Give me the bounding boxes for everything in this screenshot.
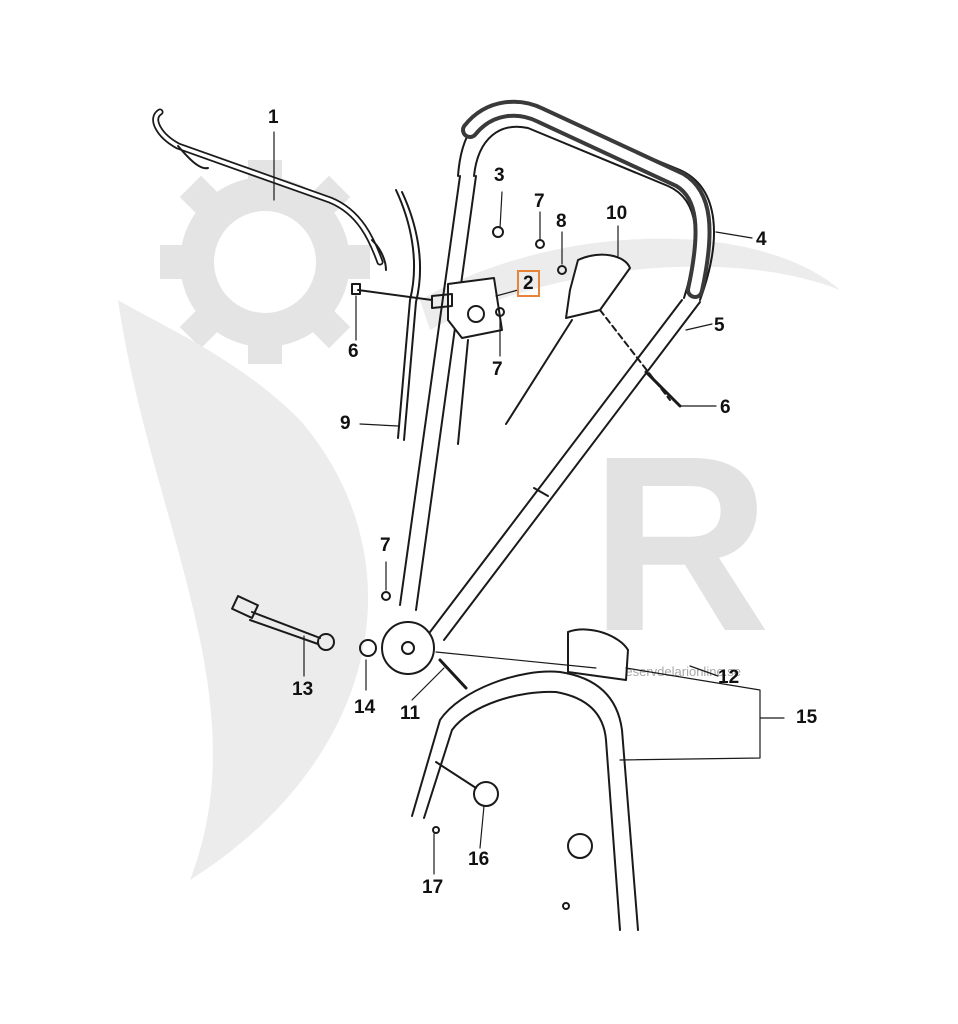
part-15-lower-handle-b [423,690,621,931]
part-14-washer [359,639,377,657]
part-17-screw [432,826,440,834]
part-14-hub-center [401,641,415,655]
leader-15b [625,667,761,719]
callout-7-low[interactable]: 7 [380,535,391,556]
callout-14[interactable]: 14 [354,697,376,718]
part-2-switch-box [447,277,503,339]
callout-4[interactable]: 4 [756,229,767,250]
part-1-bail-end [371,239,387,271]
leader-12 [689,665,719,677]
part-16-pin [435,761,477,789]
callout-6-upper[interactable]: 6 [348,341,359,362]
part-1-bail-bar [152,108,384,266]
watermark-gear-icon [180,177,350,347]
leader-5 [685,323,713,331]
callout-13[interactable]: 13 [292,679,314,700]
watermark-swoosh [118,300,369,880]
leader-15 [619,717,785,761]
callout-9[interactable]: 9 [340,413,351,434]
callout-7-mid[interactable]: 7 [492,359,503,380]
part-2-switch-shaft [431,293,453,309]
callout-5[interactable]: 5 [714,315,725,336]
callout-1[interactable]: 1 [268,107,279,128]
leader-hub [435,651,597,669]
part-8-washer [557,265,567,275]
part-4-left-tube [399,175,461,606]
callout-11[interactable]: 11 [400,703,421,724]
callout-12[interactable]: 12 [718,667,740,688]
part-11-bolt [438,658,468,690]
leader-11 [411,667,445,701]
part-7-nut-c [381,591,391,601]
leader-2 [495,289,519,297]
part-3-nut [492,226,504,238]
part-16-washer [473,781,499,807]
leader-9 [359,423,399,427]
part-15-lower-handle-a [411,670,639,931]
callout-3[interactable]: 3 [494,165,505,186]
part-1-bail-hook [177,145,209,170]
part-5-right-tube-a [429,299,683,633]
part-7-nut-a [535,239,545,249]
callout-10[interactable]: 10 [606,203,628,224]
part-4-left-tube-2 [415,175,477,611]
part-4-grip-top-hl [465,103,708,295]
leader-lines [273,131,785,875]
watermark-arc [420,238,840,330]
callout-15[interactable]: 15 [796,707,818,728]
part-9-cable [395,189,416,439]
callout-17[interactable]: 17 [422,877,444,898]
callout-6-right[interactable]: 6 [720,397,731,418]
part-10-lever-body [565,253,631,319]
part-13-knob-nut [317,633,335,651]
part-10-lever-rod [505,319,573,425]
callout-7-top[interactable]: 7 [534,191,545,212]
part-16-washer-right [567,833,593,859]
part-5-joint [533,487,549,497]
part-1-bail-bar-inner [154,110,382,264]
part-6-bolt-left [357,289,433,301]
part-2-switch-knob [467,305,485,323]
callout-16[interactable]: 16 [468,849,490,870]
part-13-knob-rod [251,611,321,639]
part-17-screw-b [562,902,570,910]
part-9-cable-low [457,339,469,445]
part-6-bolt-head [351,283,361,295]
part-6-bolt-right [644,370,682,408]
part-13-knob-rod-2 [249,619,319,645]
callout-2-highlighted[interactable]: 2 [517,270,540,297]
part-13-knob-handle [231,595,259,619]
part-5-right-tube-b [443,301,701,641]
leader-16 [479,805,485,849]
part-7-nut-b [495,307,505,317]
callout-8[interactable]: 8 [556,211,567,232]
part-14-hub-disc [381,621,435,675]
watermark-letter: R [590,404,771,683]
leader-4 [715,231,753,239]
leader-3 [499,191,503,229]
part-15-bracket [567,628,629,681]
part-9-cable-2 [401,191,422,441]
